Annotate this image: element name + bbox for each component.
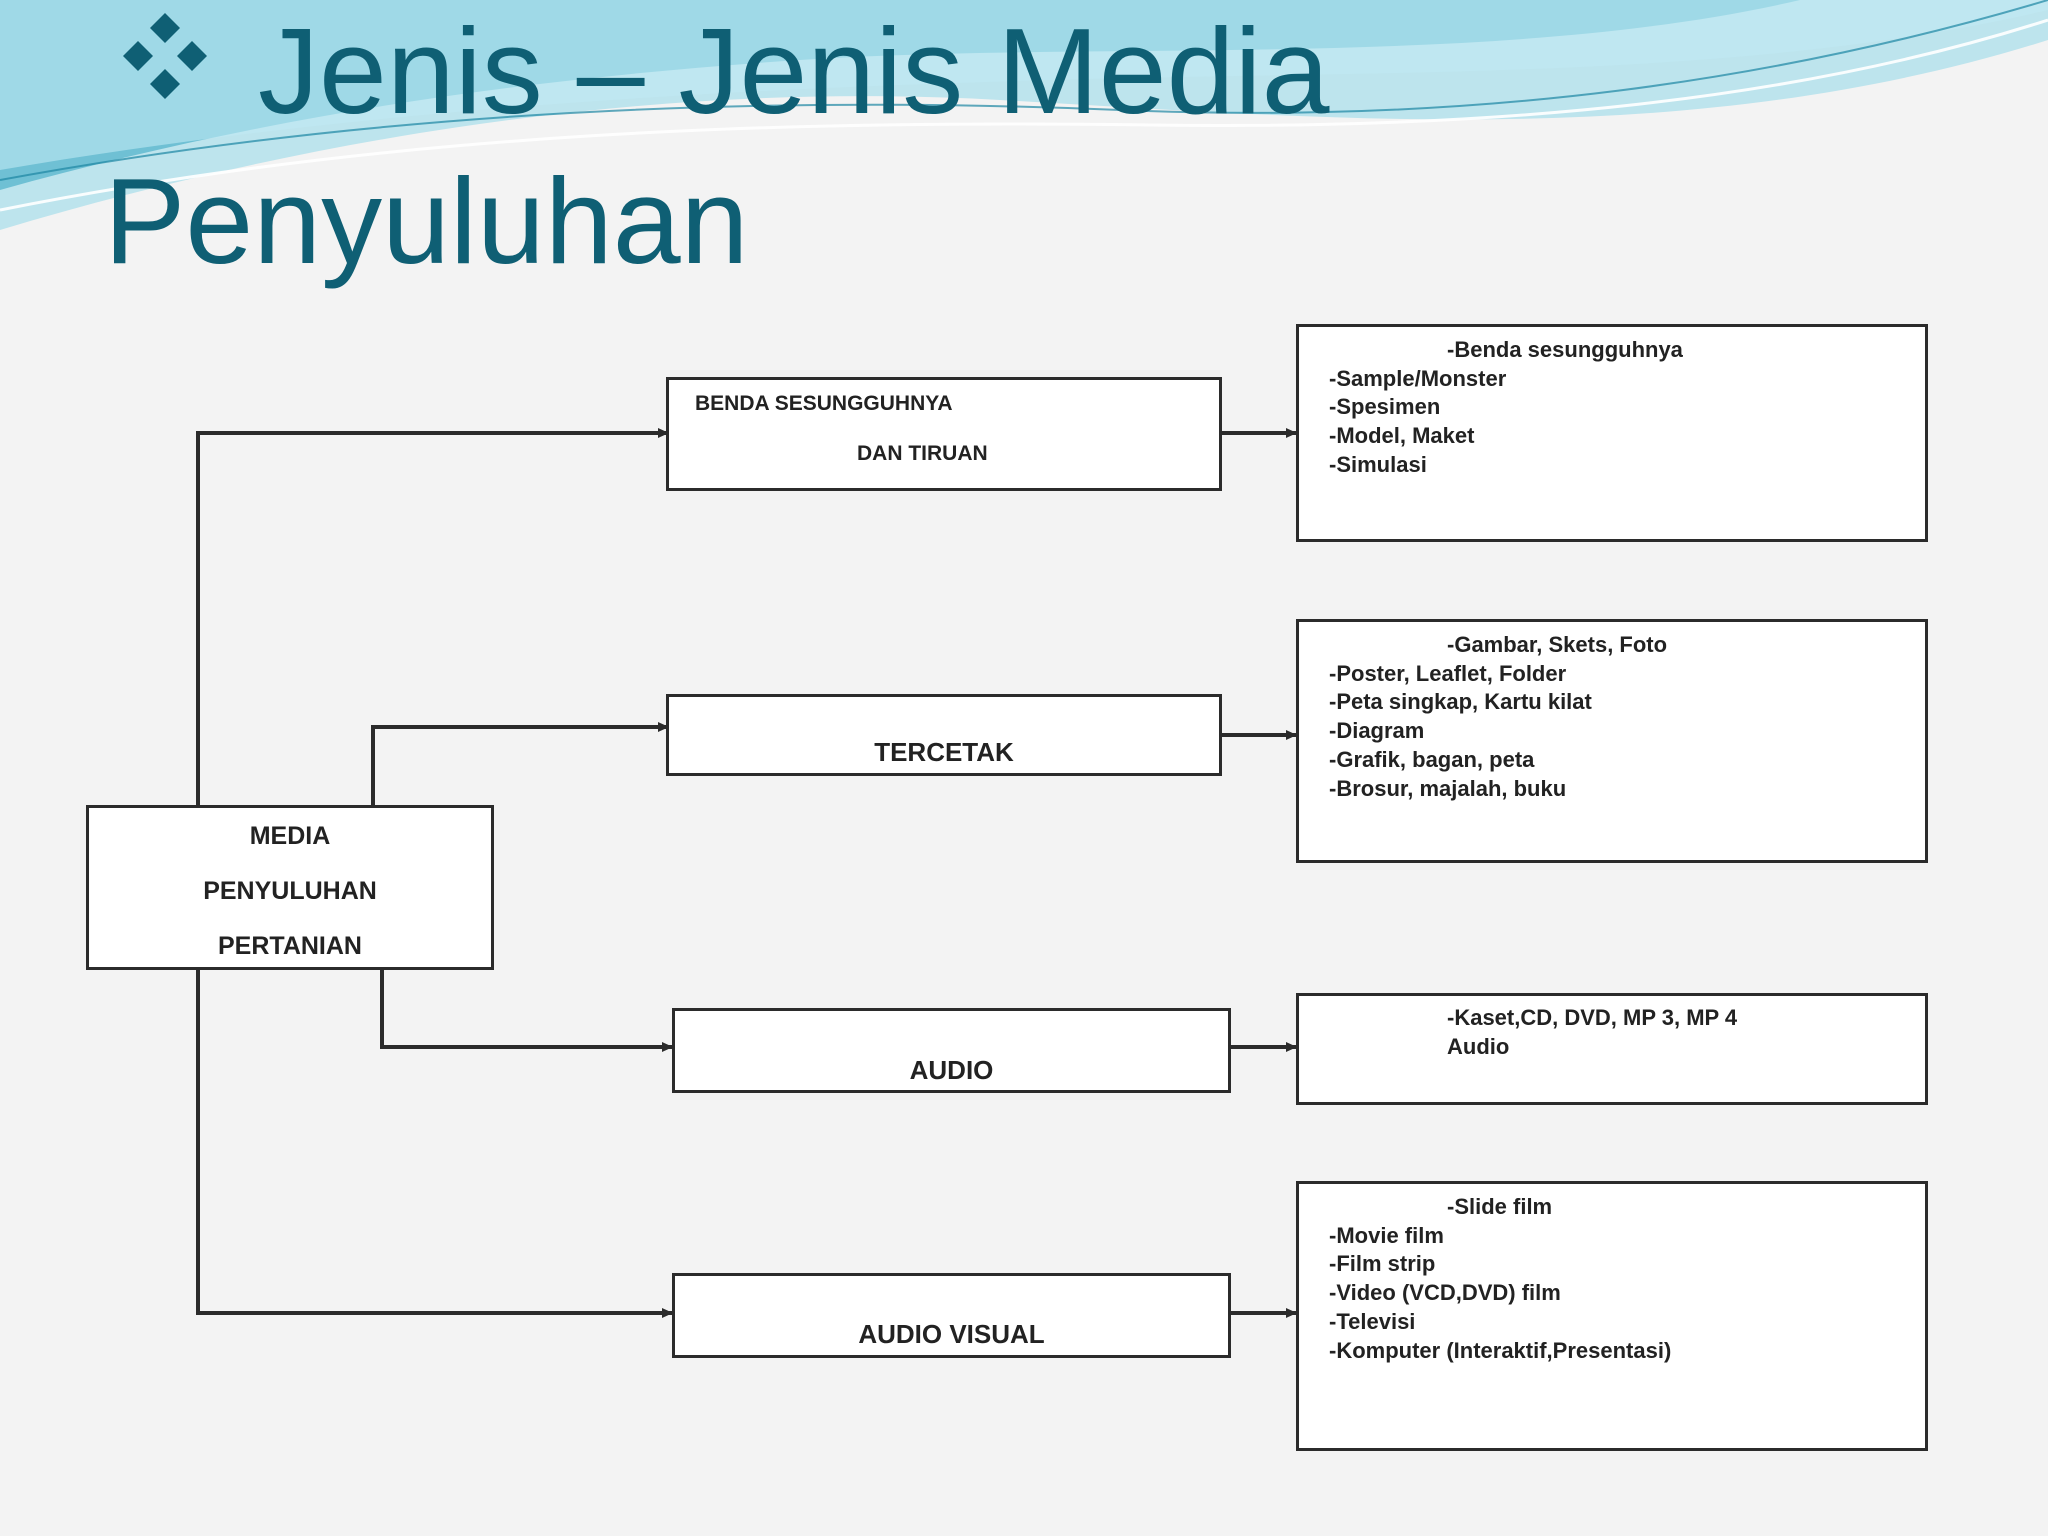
category-box-benda: BENDA SESUNGGUHNYA DAN TIRUAN xyxy=(666,377,1222,491)
list-item: -Slide film xyxy=(1447,1194,1553,1219)
list-item: -Film strip xyxy=(1329,1251,1436,1277)
list-item: -Benda sesungguhnya xyxy=(1447,337,1683,362)
list-item: -Simulasi xyxy=(1329,451,1427,477)
category-audio-visual-label: AUDIO VISUAL xyxy=(858,1319,1045,1349)
list-item: -Brosur, majalah, buku xyxy=(1329,775,1567,801)
list-item: -Sample/Monster xyxy=(1329,365,1507,391)
items-box-audio: -Kaset,CD, DVD, MP 3, MP 4 Audio xyxy=(1296,993,1928,1105)
connector-root-to-tercetak xyxy=(371,722,669,805)
list-item: -Gambar, Skets, Foto xyxy=(1447,632,1668,657)
root-line-3: PERTANIAN xyxy=(218,932,362,960)
list-item: -Peta singkap, Kartu kilat xyxy=(1329,689,1592,715)
header-wave-decoration xyxy=(0,0,2048,230)
root-line-1: MEDIA xyxy=(249,822,331,850)
root-box-media-penyuluhan: MEDIA PENYULUHAN PERTANIAN xyxy=(86,805,494,970)
items-box-audio-visual: -Slide film -Movie film -Film strip -Vid… xyxy=(1296,1181,1928,1451)
list-item: -Komputer (Interaktif,Presentasi) xyxy=(1329,1337,1672,1363)
title-text-line1: Jenis – Jenis Media xyxy=(258,3,1330,139)
list-item: -Kaset,CD, DVD, MP 3, MP 4 xyxy=(1447,1005,1738,1030)
list-item: -Video (VCD,DVD) film xyxy=(1329,1280,1561,1306)
connector-root-to-benda xyxy=(196,428,669,805)
category-box-audio: AUDIO xyxy=(672,1008,1231,1093)
category-box-tercetak: TERCETAK xyxy=(666,694,1222,776)
category-audio-label: AUDIO xyxy=(909,1055,994,1085)
list-item: -Model, Maket xyxy=(1329,423,1475,449)
category-benda-line2: DAN TIRUAN xyxy=(857,442,988,465)
list-item: -Poster, Leaflet, Folder xyxy=(1329,660,1567,686)
items-list-audio-visual: -Slide film -Movie film -Film strip -Vid… xyxy=(1329,1193,1671,1365)
list-item: -Movie film xyxy=(1329,1222,1444,1248)
list-item: -Diagram xyxy=(1329,718,1425,744)
list-item: -Grafik, bagan, peta xyxy=(1329,746,1535,772)
items-box-tercetak: -Gambar, Skets, Foto -Poster, Leaflet, F… xyxy=(1296,619,1928,863)
connector-root-to-audio xyxy=(380,970,673,1052)
category-tercetak-label: TERCETAK xyxy=(874,737,1014,767)
slide-title-line2: Penyuluhan xyxy=(104,153,749,289)
connector-root-to-audio-visual xyxy=(196,970,673,1318)
category-benda-line1: BENDA SESUNGGUHNYA xyxy=(695,392,953,415)
items-list-benda: -Benda sesungguhnya -Sample/Monster -Spe… xyxy=(1329,336,1683,480)
category-box-audio-visual: AUDIO VISUAL xyxy=(672,1273,1231,1358)
items-list-tercetak: -Gambar, Skets, Foto -Poster, Leaflet, F… xyxy=(1329,631,1667,803)
list-item: Audio xyxy=(1447,1033,1510,1059)
diamond-cluster-icon xyxy=(110,11,240,117)
root-line-2: PENYULUHAN xyxy=(203,877,377,905)
list-item: -Televisi xyxy=(1329,1308,1416,1334)
items-list-audio: -Kaset,CD, DVD, MP 3, MP 4 Audio xyxy=(1329,1004,1737,1061)
slide-title-line1: Jenis – Jenis Media xyxy=(110,10,1329,132)
items-box-benda: -Benda sesungguhnya -Sample/Monster -Spe… xyxy=(1296,324,1928,542)
list-item: -Spesimen xyxy=(1329,394,1441,420)
